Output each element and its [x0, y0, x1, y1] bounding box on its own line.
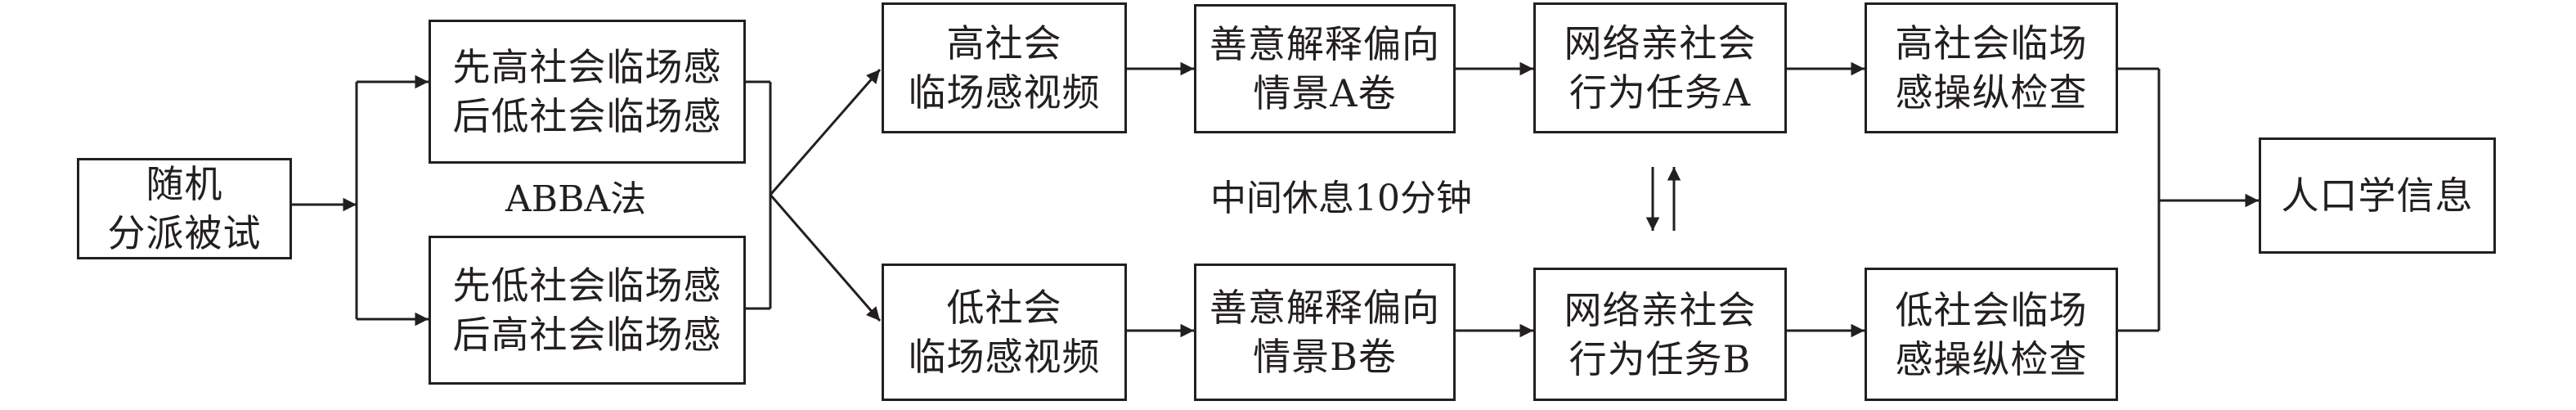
random-line2: 分派被试 [107, 211, 262, 255]
low-check-box: 低社会临场 感操纵检查 [1865, 268, 2118, 401]
random-line1: 随机 [146, 162, 223, 206]
demographics-box: 人口学信息 [2259, 137, 2496, 254]
high-scenario-box: 善意解释偏向 情景A卷 [1194, 4, 1456, 133]
order-high-first-box: 先高社会临场感 后低社会临场感 [429, 20, 746, 164]
break-label: 中间休息10分钟 [1210, 178, 1472, 219]
low-scenario-box: 善意解释偏向 情景B卷 [1194, 264, 1456, 401]
order-low-first-box: 先低社会临场感 后高社会临场感 [429, 236, 746, 385]
arrow-diagonal-to-high-video [769, 69, 882, 196]
high-presence-video-box: 高社会 临场感视频 [882, 2, 1127, 133]
abba-method-label: ABBA法 [505, 178, 647, 220]
arrow-diagonal-to-low-video [769, 194, 882, 322]
low-presence-video-box: 低社会 临场感视频 [882, 264, 1127, 401]
high-task-box: 网络亲社会 行为任务A [1533, 2, 1787, 133]
high-check-box: 高社会临场 感操纵检查 [1865, 2, 2118, 133]
low-task-box: 网络亲社会 行为任务B [1533, 268, 1787, 401]
random-assignment-box: 随机 分派被试 [77, 158, 292, 259]
